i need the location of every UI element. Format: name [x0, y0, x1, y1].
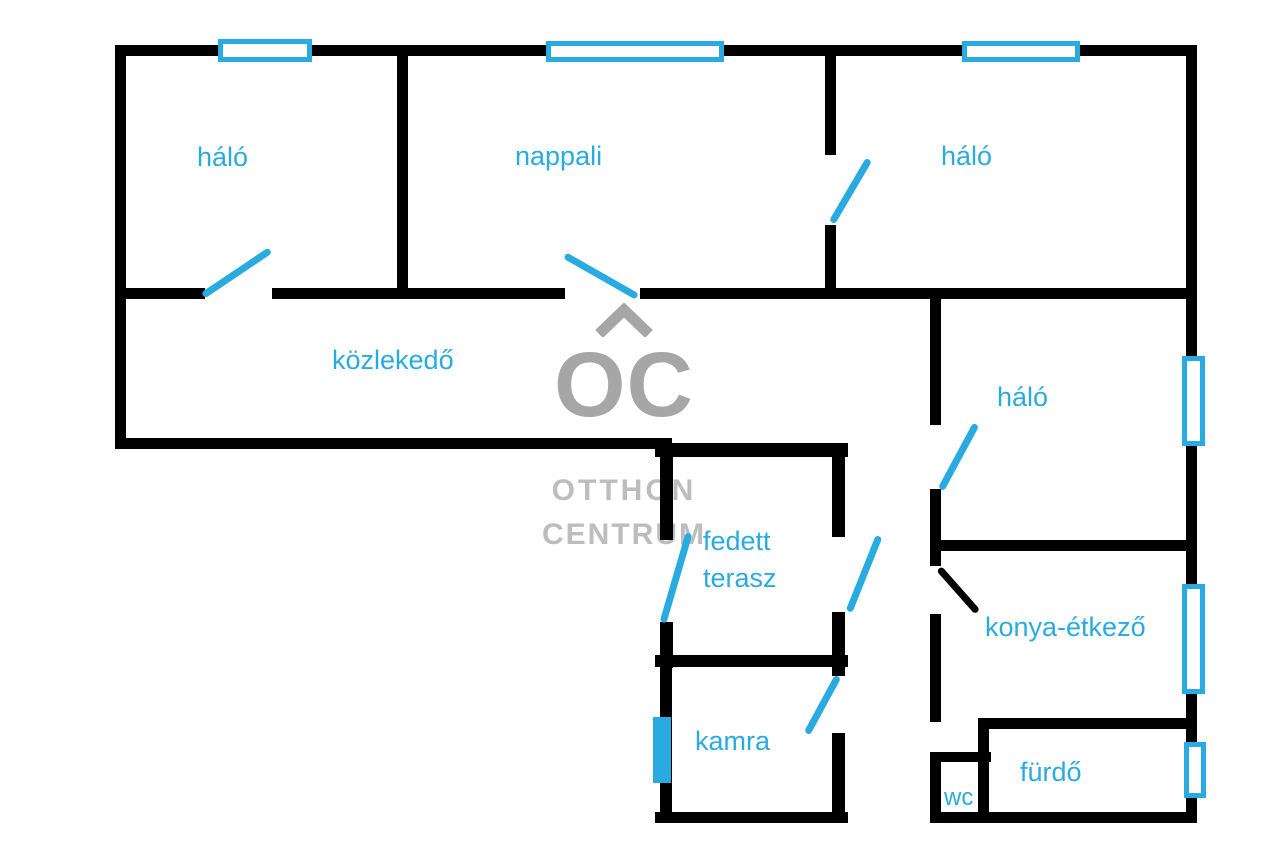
room-label-halo-right: háló [997, 382, 1049, 412]
watermark-name-line1: OTTHON [551, 473, 697, 507]
room-label-fedett-terasz-line2: terasz [703, 563, 777, 593]
door-kamra [803, 674, 842, 736]
wall-terrace-right-upper [832, 443, 845, 537]
wall-kamra-bottom [655, 812, 848, 823]
wall-center-vertical-b [930, 489, 941, 566]
wall-nappali-halo2-lower [825, 225, 836, 299]
door-terrace-right [845, 534, 883, 613]
room-label-kozlekedo: közlekedő [332, 345, 454, 375]
door-konyha [936, 566, 981, 615]
wall-halo3-konyha [936, 540, 1197, 551]
wall-mid-horizontal-c [640, 288, 1197, 299]
door-halo-top-right [828, 157, 872, 225]
wall-terrace-left-upper [660, 443, 673, 540]
window-konyha [1182, 584, 1205, 694]
wall-center-vertical-c [930, 614, 941, 722]
wall-left-outer [115, 45, 126, 449]
wall-terrace-kamra [655, 655, 848, 667]
room-label-furdo: fürdő [1020, 757, 1082, 787]
watermark-logo-text: OC [554, 334, 694, 436]
roof-caret-icon [595, 303, 653, 337]
door-halo-right [937, 422, 980, 492]
wall-mid-horizontal-b [272, 288, 565, 299]
room-label-halo-top-left: háló [197, 142, 249, 172]
room-label-nappali: nappali [515, 141, 603, 171]
room-label-konyha-etkezo: konya-étkező [985, 612, 1146, 642]
wall-konyha-furdo [980, 718, 1197, 729]
window-nappali [546, 41, 724, 62]
wall-kamra-right-stub [832, 655, 845, 676]
window-furdo [1184, 742, 1206, 798]
watermark-name-line2: CENTRUM [542, 517, 706, 551]
window-halo-top-right [962, 41, 1080, 62]
window-halo-right [1182, 356, 1205, 446]
wall-center-vertical-a [930, 293, 941, 425]
wall-kamra-right [832, 733, 845, 823]
wall-wc-top [930, 752, 991, 762]
wall-corridor-bottom [115, 438, 672, 449]
wall-nappali-halo2-upper [825, 45, 836, 155]
room-label-fedett-terasz-line1: fedett [703, 526, 771, 556]
window-halo-top-left [218, 39, 312, 62]
room-label-wc: wc [944, 784, 974, 811]
window-kamra [653, 717, 671, 783]
wall-halo1-nappali [397, 45, 408, 299]
wall-wc-furdo [978, 718, 989, 823]
room-label-halo-top-right: háló [941, 141, 993, 171]
wall-terrace-right-lower [832, 612, 845, 668]
door-nappali [563, 252, 639, 300]
room-label-kamra: kamra [695, 726, 771, 756]
wall-bottom-right-outer [930, 812, 1197, 823]
wall-mid-horizontal-a [115, 288, 205, 299]
door-halo-top-left [201, 247, 273, 299]
watermark: OC OTTHON CENTRUM [538, 303, 710, 550]
wall-terrace-top [655, 443, 848, 457]
wall-center-vertical-d [930, 752, 941, 823]
